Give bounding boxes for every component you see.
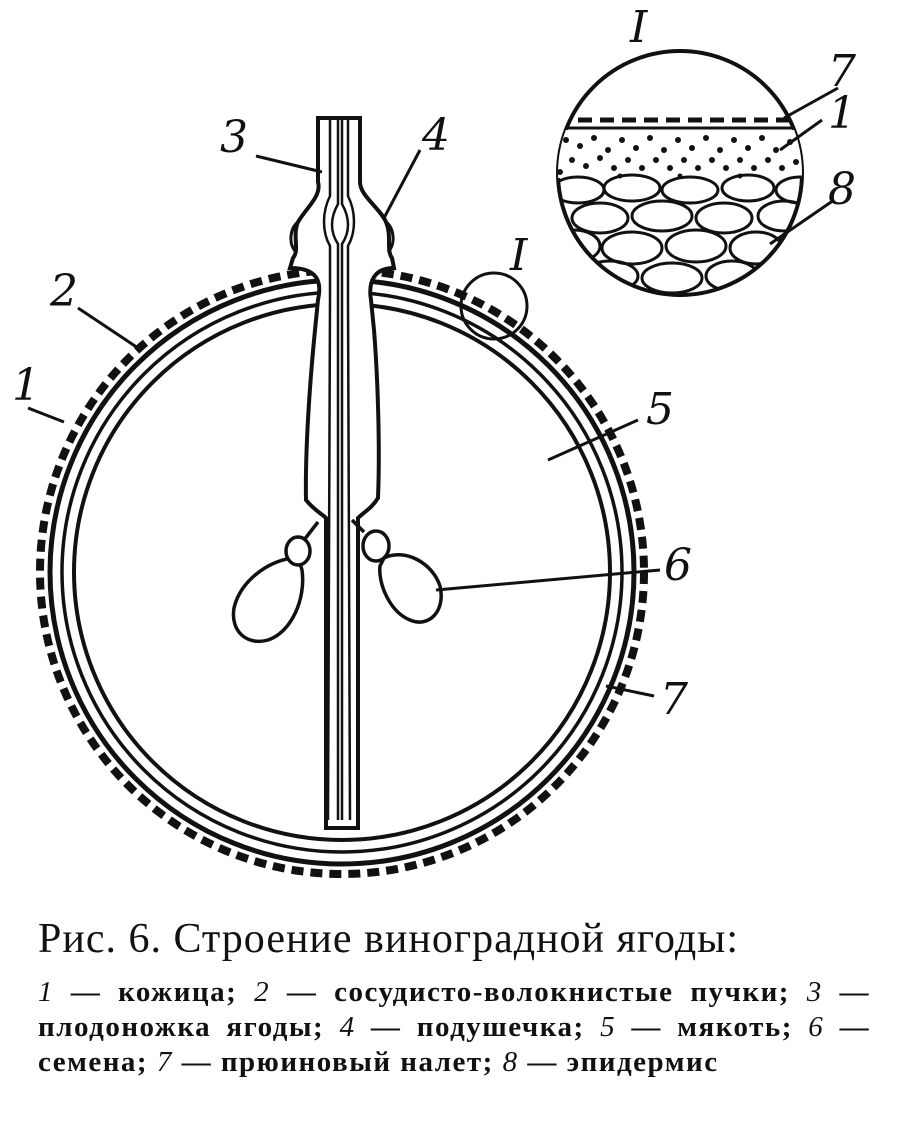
legend-item: 4 — подушечка; [339, 1011, 585, 1043]
label-inset-7: 7 [828, 46, 856, 97]
legend-item: 3 — плодоножка ягоды; [38, 976, 871, 1043]
legend-item: 6 — семена; [38, 1011, 871, 1078]
label-3: 3 [220, 112, 248, 163]
seed-right-stalk [350, 518, 366, 534]
legend-item: 5 — мякоть; [600, 1011, 793, 1043]
inset-epidermis-cells [558, 173, 802, 295]
magnified-inset [556, 49, 804, 297]
caption-legend: 1 — кожица; 2 — сосудисто-волокнистые пу… [38, 975, 870, 1080]
label-inset-8: 8 [828, 164, 856, 215]
figure-caption: Рис. 6. Строение виноградной ягоды: 1 — … [38, 915, 870, 1080]
legend-item: 8 — эпидермис [502, 1046, 719, 1078]
seed-left [231, 556, 305, 644]
leader-5 [547, 418, 639, 462]
label-6: 6 [664, 540, 692, 591]
legend-item: 2 — сосудисто-волокнистые пучки; [254, 976, 790, 1008]
seed-left-stalk [302, 520, 320, 542]
label-2: 2 [49, 266, 78, 317]
leader-2 [77, 306, 139, 350]
label-7: 7 [660, 674, 688, 725]
label-inset-1: 1 [828, 88, 856, 139]
grape-berry-diagram: 1 2 3 4 5 6 7 I I 7 1 8 [12, 2, 856, 878]
label-inset-title: I [629, 2, 649, 53]
stalk-vascular-strands [322, 118, 356, 821]
seed-right [378, 552, 443, 624]
seed-right-beak [361, 529, 391, 563]
label-4: 4 [421, 110, 450, 161]
leader-3 [255, 154, 323, 174]
seed-left-beak [284, 535, 312, 567]
leader-4 [382, 149, 422, 219]
seeds [231, 518, 443, 644]
leader-inset-1 [779, 118, 823, 152]
leader-6 [435, 568, 661, 592]
leader-inset-8 [769, 198, 835, 246]
cushion [289, 220, 395, 254]
legend-item: 7 — прюиновый налет; [156, 1046, 494, 1078]
label-5: 5 [646, 384, 674, 435]
legend-item: 1 — кожица; [38, 976, 238, 1008]
leader-inset-7 [783, 86, 839, 120]
label-inset-marker: I [509, 230, 529, 281]
caption-title: Рис. 6. Строение виноградной ягоды: [38, 916, 740, 962]
leader-1 [27, 406, 65, 424]
leader-7 [605, 684, 655, 698]
label-1: 1 [12, 360, 40, 411]
inset-marker-circle [459, 271, 529, 341]
leader-lines [27, 86, 839, 698]
